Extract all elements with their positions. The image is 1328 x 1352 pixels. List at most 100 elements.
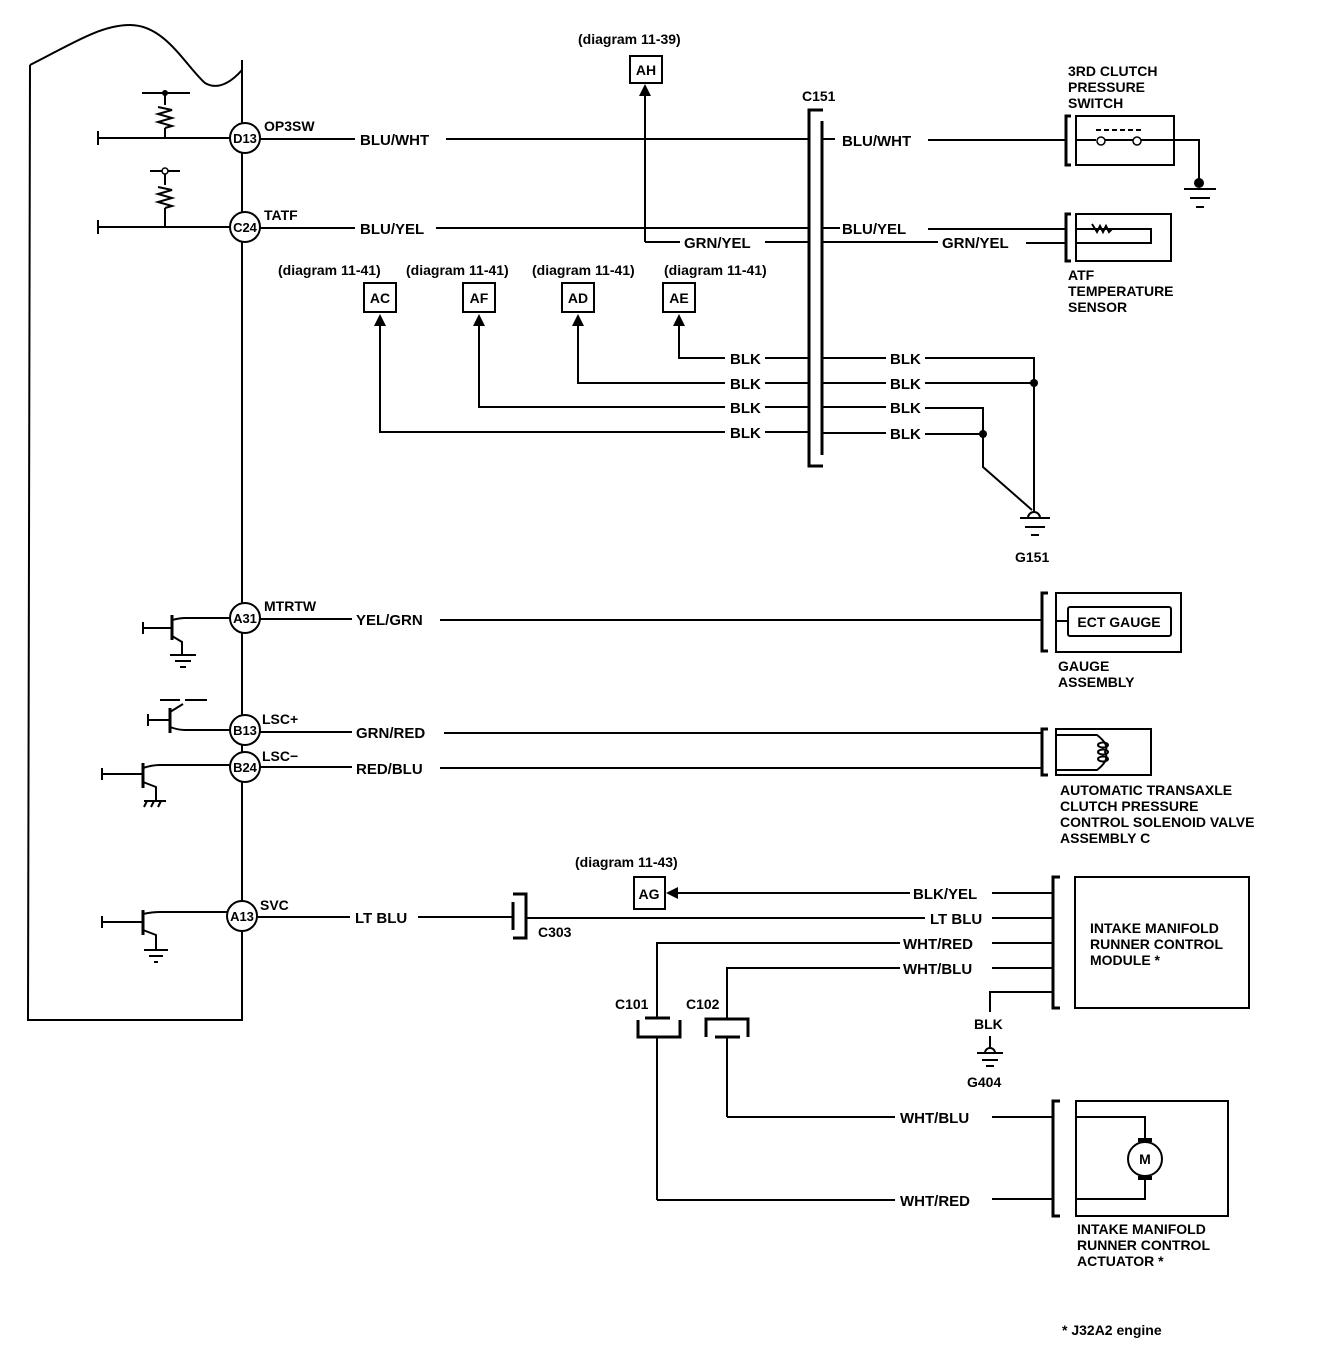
reference-label: (diagram 11-41)	[532, 262, 635, 278]
wire-label: RED/BLU	[356, 761, 423, 778]
ecm-pin-b24[interactable]: B24	[229, 751, 261, 783]
ground-label: G151	[1015, 549, 1049, 565]
pin-id: C24	[233, 220, 258, 235]
connector-label: C101	[615, 996, 649, 1012]
a31-transistor	[142, 615, 230, 668]
wire-wht-blu-actuator: WHT/BLU	[900, 1110, 1053, 1127]
wire-label: LT BLU	[930, 911, 982, 928]
reference-ad[interactable]: (diagram 11-41) AD	[532, 262, 635, 313]
connector-label: C151	[802, 88, 836, 104]
signal-label-lsc-minus: LSC−	[262, 748, 298, 764]
wire-yel-grn: YEL/GRN	[260, 612, 1042, 629]
wire-label: BLU/WHT	[842, 133, 911, 150]
connector-c101: C101	[615, 996, 895, 1201]
wire-red-blu: RED/BLU	[260, 761, 1042, 778]
component-imrc-module[interactable]: INTAKE MANIFOLD RUNNER CONTROL MODULE *	[1051, 875, 1250, 1010]
wire-lt-blu-a13: LT BLU	[257, 910, 512, 927]
ecm-outline	[26, 23, 243, 1021]
wire-label: BLK	[974, 1016, 1003, 1032]
pin-id: B24	[233, 760, 258, 775]
d13-internal-circuit	[97, 90, 230, 145]
wire-blu-yel: BLU/YEL BLU/YEL	[260, 221, 1065, 238]
component-3rd-clutch-pressure-switch[interactable]: 3RD CLUTCH PRESSURE SWITCH	[1064, 63, 1216, 208]
wire-label: BLK	[890, 426, 921, 443]
signal-label-mtrtw: MTRTW	[264, 598, 317, 614]
pin-id: A31	[233, 611, 257, 626]
component-label-line: SWITCH	[1068, 95, 1123, 111]
ect-gauge-label: ECT GAUGE	[1077, 614, 1160, 630]
wire-label: GRN/RED	[356, 725, 425, 742]
wire-label: WHT/BLU	[903, 961, 972, 978]
signal-label-tatf: TATF	[264, 207, 298, 223]
component-label-line: TEMPERATURE	[1068, 283, 1174, 299]
ecm-pin-c24[interactable]: C24	[229, 211, 261, 243]
component-imrc-actuator[interactable]: M INTAKE MANIFOLD RUNNER CONTROL ACTUATO…	[1051, 1099, 1229, 1269]
reference-id: AE	[669, 290, 688, 306]
wire-label: GRN/YEL	[684, 235, 751, 252]
footnote: * J32A2 engine	[1062, 1322, 1162, 1338]
ecm-pin-d13[interactable]: D13	[229, 122, 261, 154]
component-label-line: RUNNER CONTROL	[1077, 1237, 1210, 1253]
wire-label: LT BLU	[355, 910, 407, 927]
component-clutch-pressure-solenoid[interactable]: AUTOMATIC TRANSAXLE CLUTCH PRESSURE CONT…	[1040, 727, 1254, 846]
reference-ac[interactable]: (diagram 11-41) AC	[278, 262, 397, 313]
component-gauge-assembly[interactable]: ECT GAUGE GAUGE ASSEMBLY	[1040, 591, 1182, 690]
component-label-line: PRESSURE	[1068, 79, 1145, 95]
wire-wht-blu-module: WHT/BLU	[726, 961, 1052, 1018]
component-label-line: RUNNER CONTROL	[1090, 936, 1223, 952]
connector-c151: C151	[802, 88, 836, 468]
reference-ah[interactable]: (diagram 11-39) AH	[578, 31, 681, 84]
reference-id: AC	[370, 290, 390, 306]
component-atf-temperature-sensor[interactable]: ATF TEMPERATURE SENSOR	[1064, 212, 1174, 315]
reference-label: (diagram 11-41)	[664, 262, 767, 278]
pin-id: A13	[230, 909, 254, 924]
component-label-line: SENSOR	[1068, 299, 1127, 315]
ecm-pin-a13[interactable]: A13	[226, 900, 258, 932]
reference-ag[interactable]: (diagram 11-43) AG	[575, 854, 678, 910]
ecm-pin-b13[interactable]: B13	[229, 714, 261, 746]
component-label-line: ACTUATOR *	[1077, 1253, 1164, 1269]
component-label-line: 3RD CLUTCH	[1068, 63, 1157, 79]
signal-label-svc: SVC	[260, 897, 289, 913]
c24-internal-circuit	[97, 167, 230, 234]
reference-label: (diagram 11-41)	[278, 262, 381, 278]
wire-blk-ae: BLK BLK	[673, 314, 1035, 512]
wire-label: BLK/YEL	[913, 886, 977, 903]
ground-g404: BLK G404	[967, 991, 1052, 1090]
reference-id: AG	[639, 886, 660, 902]
wire-blk-yel: BLK/YEL	[666, 886, 1052, 903]
wire-label: BLK	[730, 400, 761, 417]
wire-label: BLK	[890, 400, 921, 417]
signal-label-op3sw: OP3SW	[264, 118, 315, 134]
wire-label: WHT/RED	[900, 1193, 970, 1210]
component-label-line: ATF	[1068, 267, 1095, 283]
connector-c102: C102	[686, 996, 895, 1118]
ground-g151: G151	[1015, 511, 1050, 565]
reference-id: AH	[636, 62, 656, 78]
wire-label: GRN/YEL	[942, 235, 1009, 252]
signal-label-lsc-plus: LSC+	[262, 711, 298, 727]
ecm-pin-a31[interactable]: A31	[229, 602, 261, 634]
reference-af[interactable]: (diagram 11-41) AF	[406, 262, 509, 313]
reference-ae[interactable]: (diagram 11-41) AE	[662, 262, 767, 313]
pin-id: B13	[233, 723, 257, 738]
reference-id: AD	[568, 290, 588, 306]
a13-transistor	[101, 910, 230, 963]
wire-label: BLU/YEL	[360, 221, 424, 238]
wire-blk-ac: BLK BLK	[374, 314, 1033, 511]
connector-label: C102	[686, 996, 720, 1012]
reference-label: (diagram 11-39)	[578, 31, 681, 47]
wire-label: BLK	[730, 351, 761, 368]
component-label-line: AUTOMATIC TRANSAXLE	[1060, 782, 1232, 798]
reference-id: AF	[470, 290, 489, 306]
component-label-line: CONTROL SOLENOID VALVE	[1060, 814, 1254, 830]
pin-id: D13	[233, 131, 257, 146]
component-label-line: INTAKE MANIFOLD	[1090, 920, 1219, 936]
wire-label: YEL/GRN	[356, 612, 423, 629]
wire-label: BLK	[890, 351, 921, 368]
connector-c303: C303 LT BLU	[511, 892, 1052, 940]
reference-label: (diagram 11-41)	[406, 262, 509, 278]
wire-label: BLU/WHT	[360, 132, 429, 149]
wire-grn-red: GRN/RED	[260, 725, 1042, 742]
